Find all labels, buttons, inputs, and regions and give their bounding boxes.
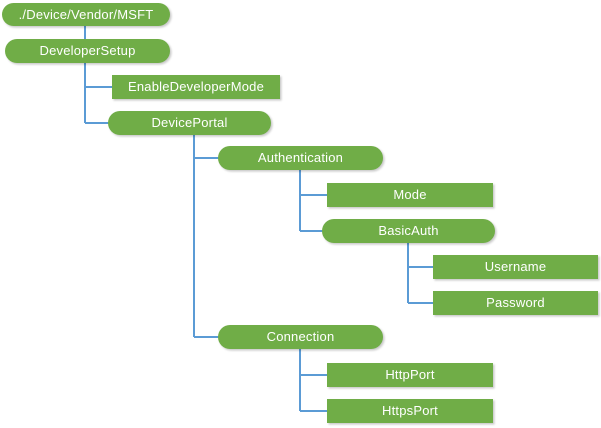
node-username[interactable]: Username xyxy=(433,255,598,279)
node-authentication[interactable]: Authentication xyxy=(218,146,383,170)
node-deviceportal[interactable]: DevicePortal xyxy=(108,111,271,135)
node-httpport-label: HttpPort xyxy=(385,367,435,382)
node-root[interactable]: ./Device/Vendor/MSFT xyxy=(2,3,170,26)
node-basicauth-label: BasicAuth xyxy=(378,223,439,238)
node-password-label: Password xyxy=(486,295,545,310)
node-password[interactable]: Password xyxy=(433,291,598,315)
node-developersetup[interactable]: DeveloperSetup xyxy=(5,39,170,63)
node-root-label: ./Device/Vendor/MSFT xyxy=(18,6,154,22)
node-developersetup-label: DeveloperSetup xyxy=(39,43,136,58)
node-username-label: Username xyxy=(484,259,547,274)
node-enabledevelopermode-label: EnableDeveloperMode xyxy=(127,79,265,94)
node-basicauth[interactable]: BasicAuth xyxy=(322,219,495,243)
node-authentication-label: Authentication xyxy=(257,150,344,165)
node-mode[interactable]: Mode xyxy=(327,183,493,207)
node-mode-label: Mode xyxy=(393,187,427,202)
node-httpport[interactable]: HttpPort xyxy=(327,363,493,387)
node-httpsport[interactable]: HttpsPort xyxy=(327,399,493,423)
node-connection-label: Connection xyxy=(266,329,335,344)
node-deviceportal-label: DevicePortal xyxy=(151,115,228,130)
node-enabledevelopermode[interactable]: EnableDeveloperMode xyxy=(112,75,280,99)
node-httpsport-label: HttpsPort xyxy=(382,403,438,418)
node-connection[interactable]: Connection xyxy=(218,325,383,349)
